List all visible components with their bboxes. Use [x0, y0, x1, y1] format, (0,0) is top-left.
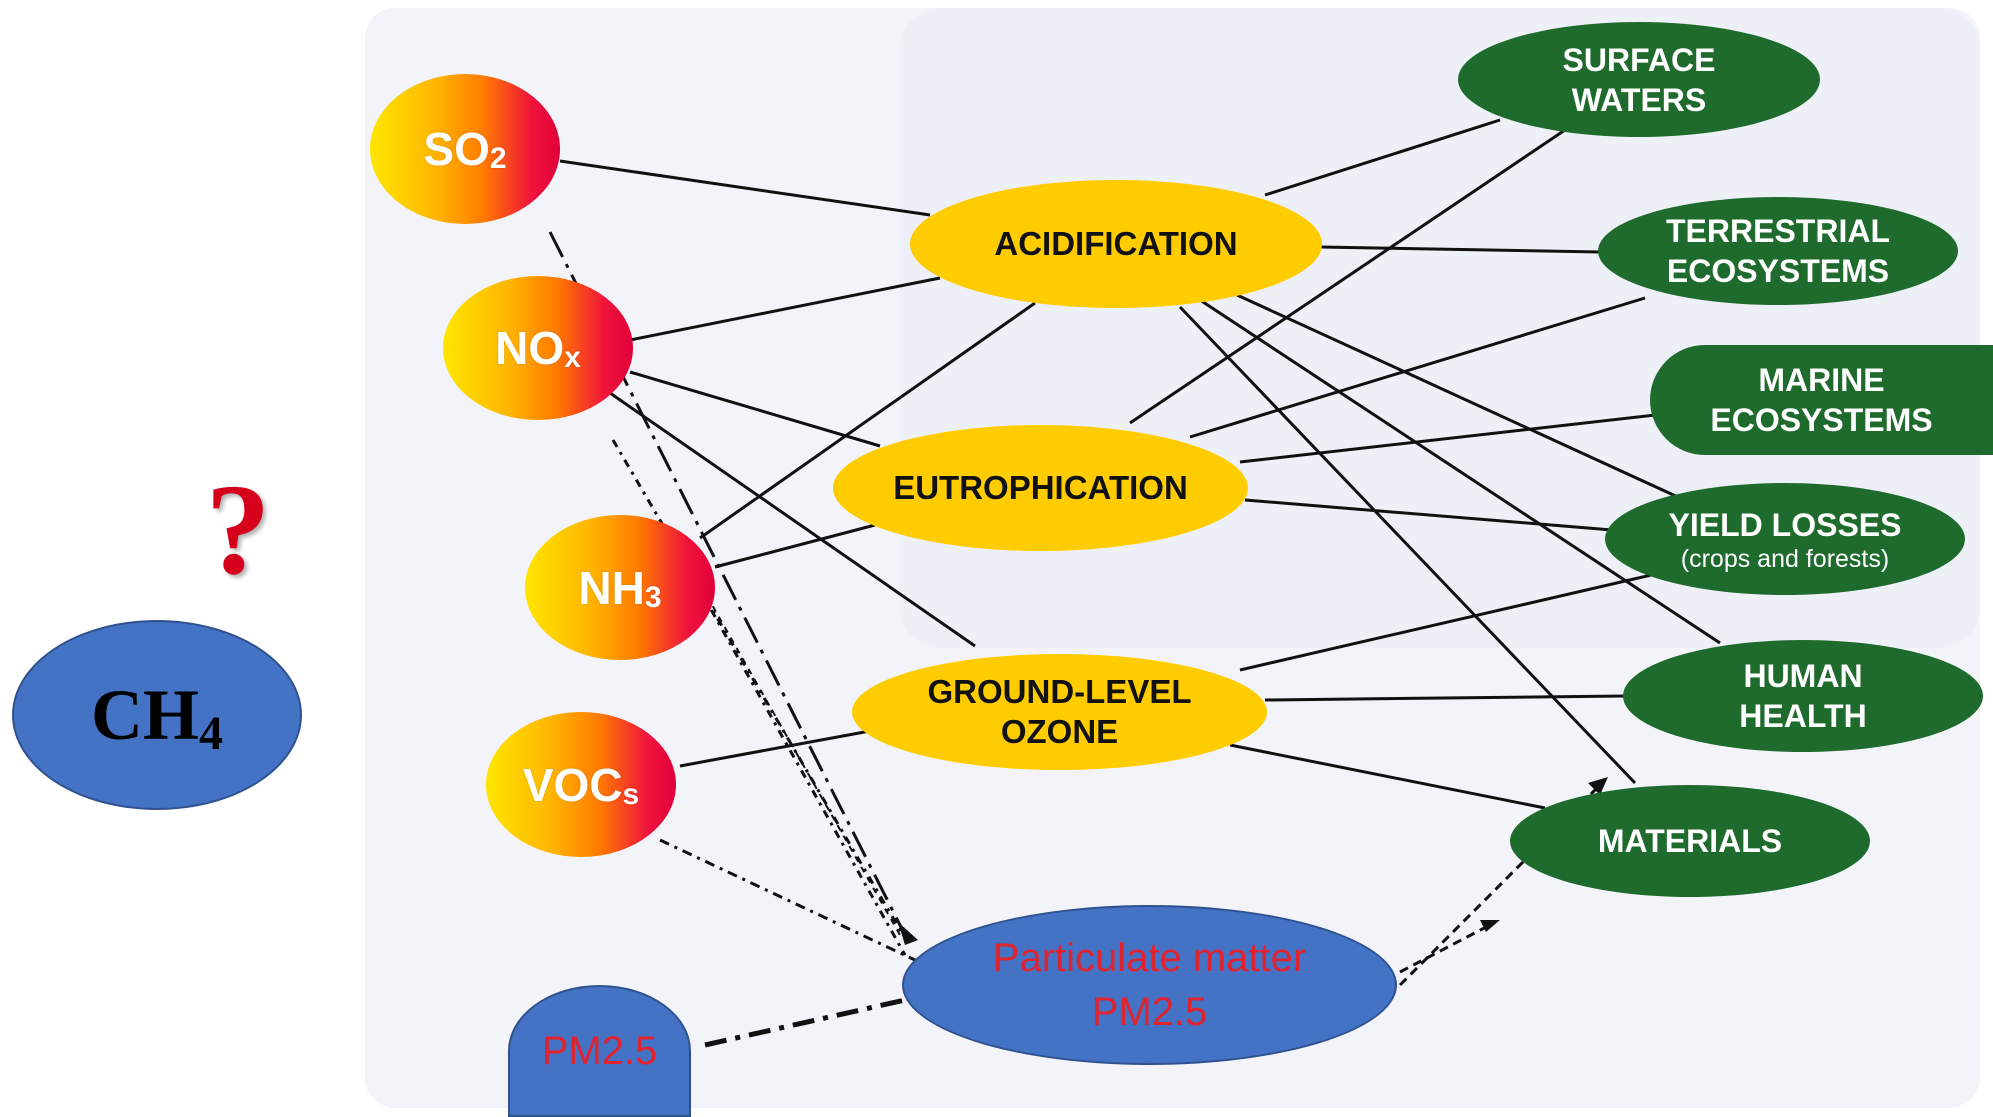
- link-nox-acidification: [629, 276, 941, 342]
- human-health-line2: HEALTH: [1739, 698, 1867, 734]
- marine-line2: ECOSYSTEMS: [1710, 402, 1933, 438]
- surface-waters-node: SURFACE WATERS: [1458, 22, 1820, 137]
- link-eutro-marine: [1239, 413, 1656, 464]
- link-eutro-yield: [1244, 498, 1613, 532]
- link-ozone-health: [1264, 694, 1626, 702]
- link-ozone-materials: [1229, 743, 1546, 810]
- link-nox-ozone: [609, 391, 976, 648]
- link-acid-materials: [1178, 305, 1637, 785]
- yield-losses-note: (crops and forests): [1680, 545, 1890, 573]
- link-acid-terrestrial: [1319, 245, 1601, 254]
- human-health-line1: HUMAN: [1743, 658, 1863, 694]
- dash-pmsrc-pm: [704, 997, 906, 1048]
- vocs-subscript: s: [622, 777, 640, 811]
- pm25-source-node: PM2.5: [508, 985, 691, 1117]
- terrestrial-line1: TERRESTRIAL: [1666, 213, 1890, 249]
- link-nh3-acidification: [699, 301, 1036, 540]
- so2-label: SO: [423, 123, 490, 175]
- link-ozone-yield: [1239, 571, 1661, 672]
- materials-label: MATERIALS: [1597, 823, 1783, 859]
- vocs-label: VOC: [522, 758, 623, 811]
- link-eutro-terrestrial: [1189, 296, 1646, 439]
- arrowhead-pm: [898, 922, 918, 945]
- so2-subscript: 2: [489, 142, 507, 175]
- dash-so2-pm: [548, 231, 907, 936]
- link-acid-yield: [1236, 293, 1681, 500]
- arrowhead-materials: [1588, 777, 1608, 795]
- acidification-node: ACIDIFICATION: [910, 180, 1322, 308]
- ch4-label: CH: [91, 674, 199, 755]
- dash-pm-health: [1399, 923, 1491, 974]
- link-so2-acidification: [559, 159, 931, 217]
- marine-line1: MARINE: [1758, 362, 1885, 398]
- acidification-label: ACIDIFICATION: [994, 225, 1238, 262]
- link-nox-eutrophication: [629, 370, 881, 448]
- particulate-matter-node: Particulate matter PM2.5: [902, 905, 1397, 1065]
- materials-node: MATERIALS: [1510, 785, 1870, 897]
- marine-node: MARINE ECOSYSTEMS: [1650, 345, 1993, 455]
- eutrophication-node: EUTROPHICATION: [833, 425, 1248, 551]
- ch4-subscript: 4: [199, 706, 223, 760]
- yield-losses-label: YIELD LOSSES: [1668, 507, 1902, 543]
- question-mark-icon: ?: [205, 458, 271, 602]
- nox-label: NO: [495, 322, 565, 374]
- link-nh3-eutrophication: [714, 523, 876, 569]
- dash-nh3-pm: [698, 589, 907, 956]
- dash-pm-materials: [1398, 783, 1602, 987]
- particulate-matter-line2: PM2.5: [1091, 990, 1208, 1034]
- nox-subscript: x: [564, 341, 581, 374]
- terrestrial-line2: ECOSYSTEMS: [1666, 253, 1890, 289]
- dash-nh3b-pm: [694, 574, 901, 936]
- terrestrial-node: TERRESTRIAL ECOSYSTEMS: [1598, 197, 1958, 305]
- yield-losses-node: YIELD LOSSES (crops and forests): [1605, 483, 1965, 595]
- arrowhead-health: [1480, 920, 1500, 932]
- nh3-label: NH: [578, 561, 645, 614]
- link-acid-health: [1199, 298, 1721, 645]
- dash-vocs-pm: [659, 838, 916, 962]
- ozone-label-line2: OZONE: [1000, 713, 1119, 750]
- pm25-source-label: PM2.5: [541, 1029, 658, 1073]
- nh3-subscript: 3: [644, 580, 662, 614]
- link-eutro-surface: [1129, 128, 1566, 425]
- ozone-node: GROUND-LEVEL OZONE: [852, 654, 1267, 770]
- link-vocs-ozone: [679, 729, 871, 768]
- ozone-label-line1: GROUND-LEVEL: [927, 673, 1192, 710]
- surface-waters-line1: SURFACE: [1562, 41, 1716, 78]
- surface-waters-line2: WATERS: [1571, 81, 1707, 118]
- eutrophication-label: EUTROPHICATION: [893, 469, 1188, 506]
- particulate-matter-line1: Particulate matter: [992, 936, 1307, 980]
- link-acid-surface: [1264, 118, 1501, 197]
- human-health-node: HUMAN HEALTH: [1623, 640, 1983, 752]
